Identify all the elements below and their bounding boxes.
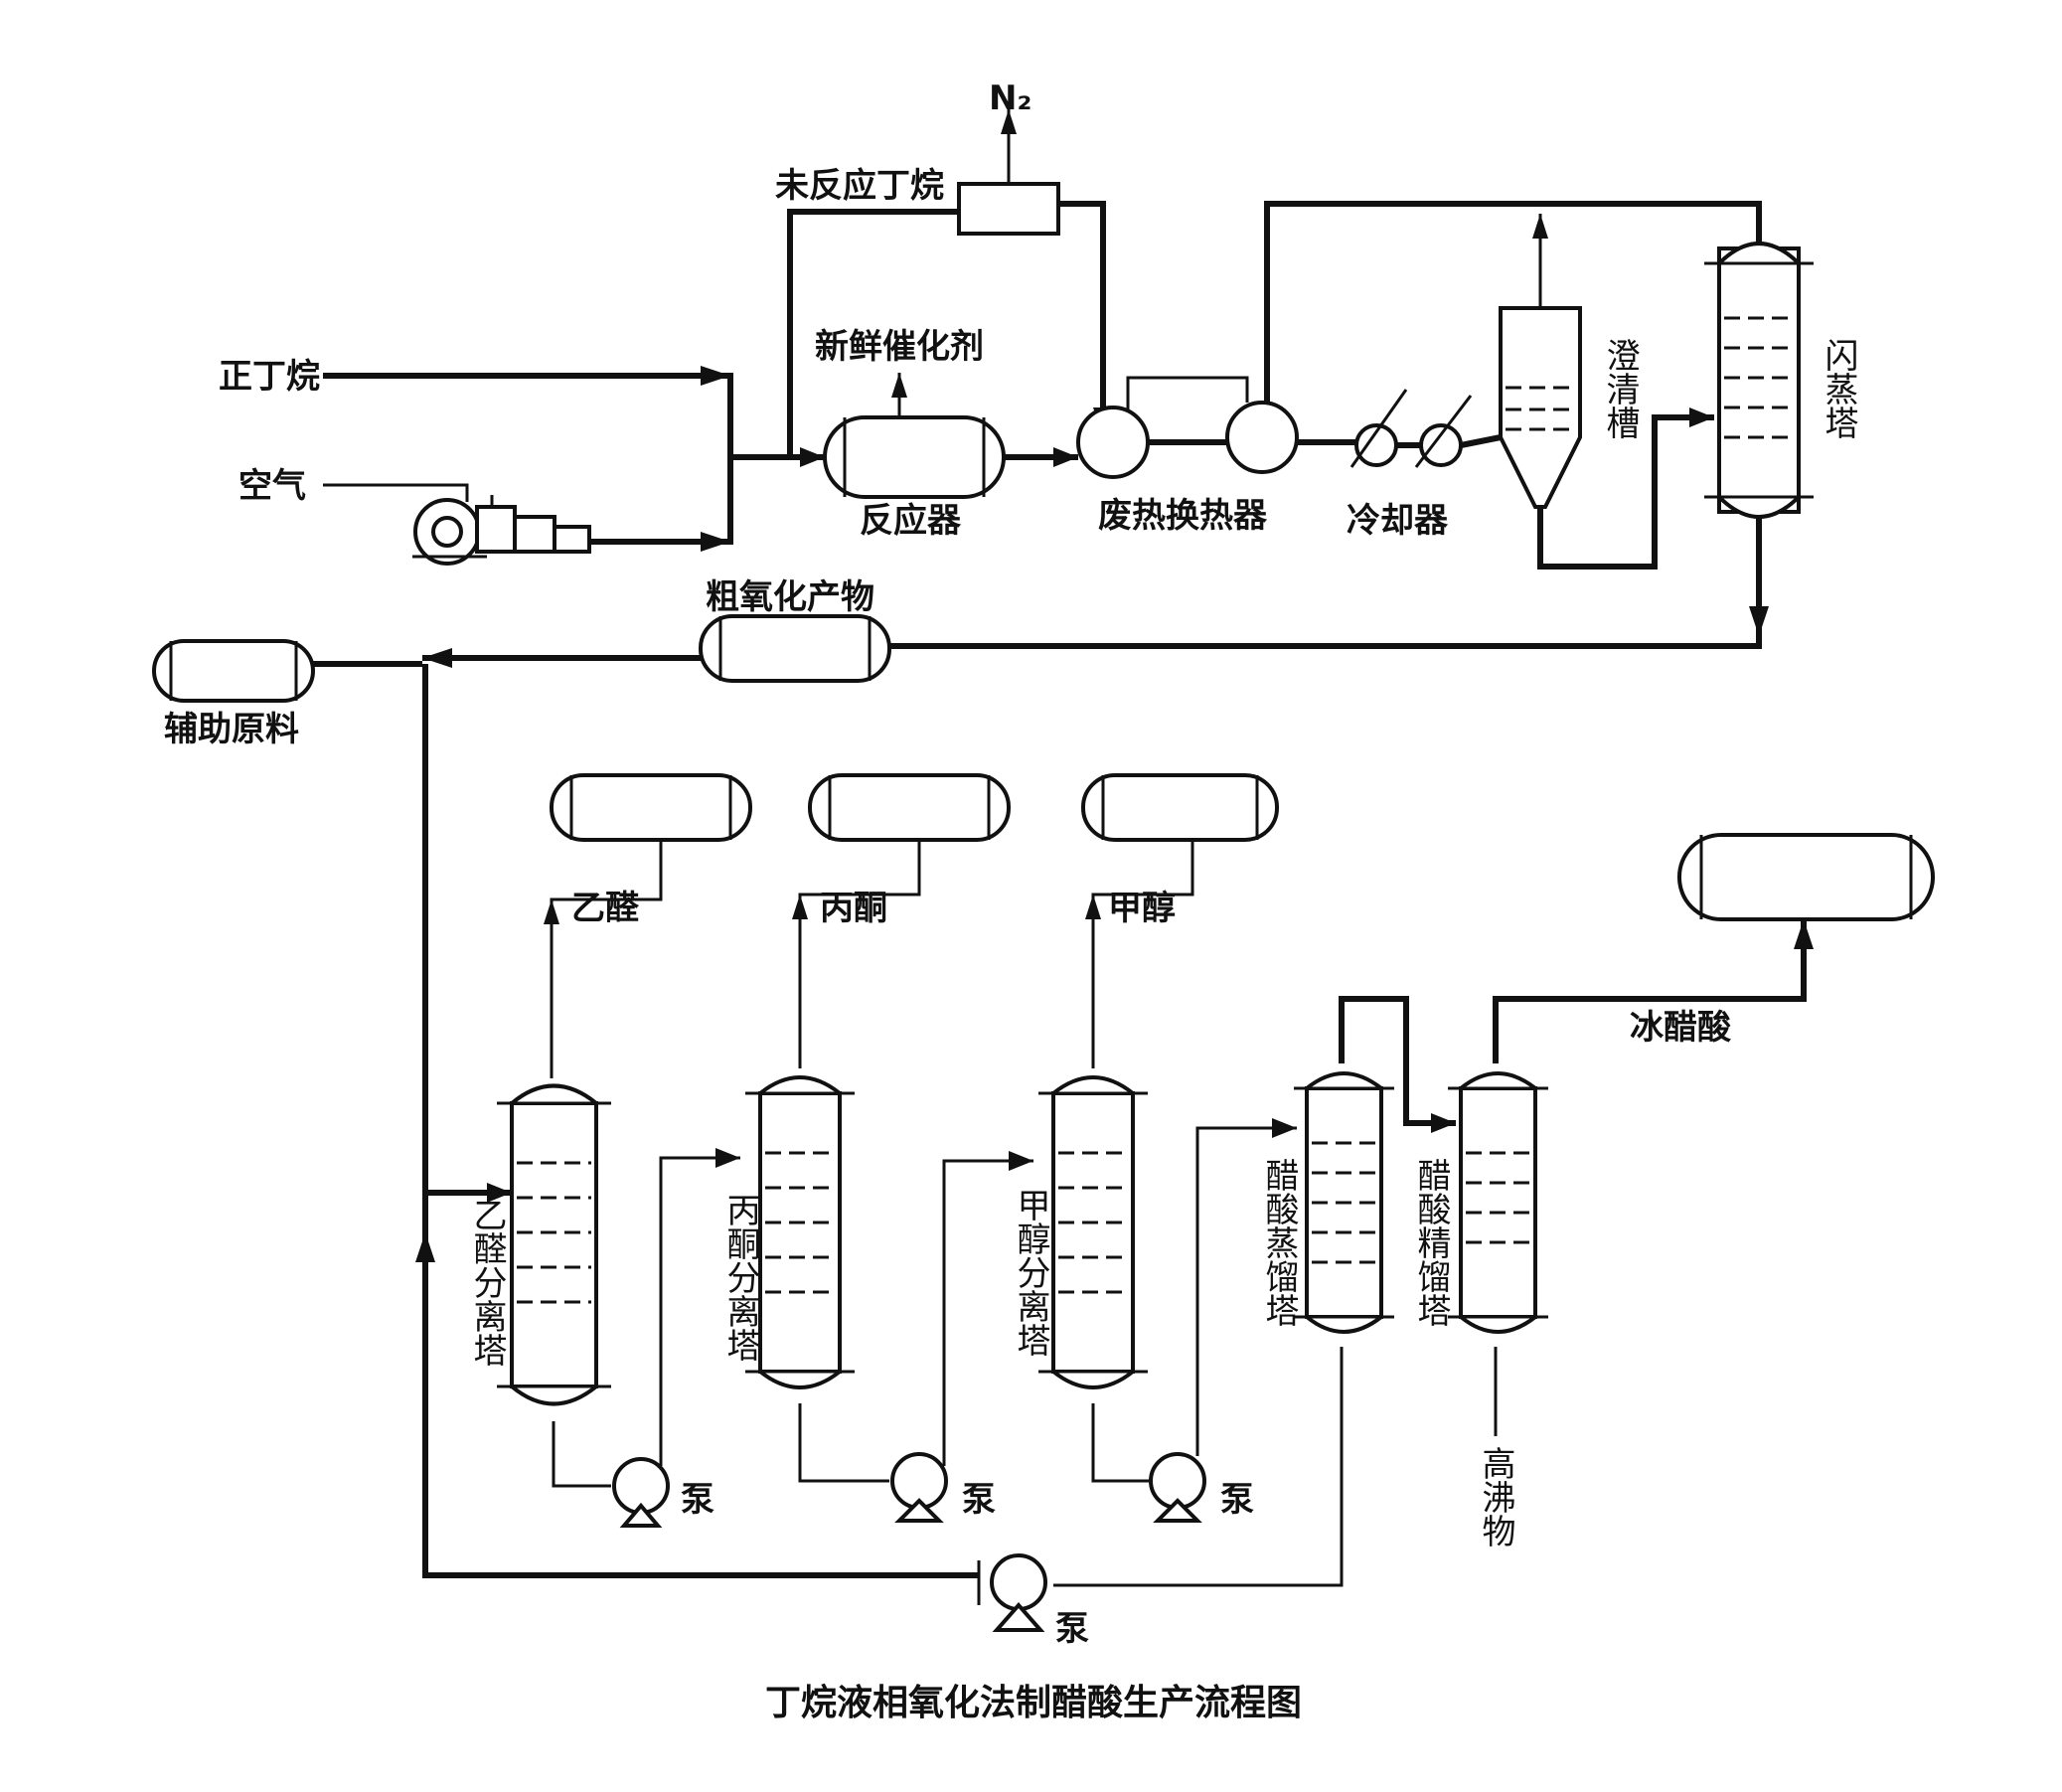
pump-3-label: 泵 [1220, 1480, 1254, 1520]
pump-2-label: 泵 [962, 1480, 996, 1520]
acetic-distill-column [1053, 996, 1456, 1587]
methanol-column [1038, 773, 1279, 1483]
acetic-distill-column-label: 醋酸蒸馏塔 [1259, 1158, 1299, 1327]
acetic-refine-column-label: 醋酸精馏塔 [1411, 1158, 1451, 1327]
settler-tank [1499, 214, 1714, 570]
reactor-label: 反应器 [860, 501, 962, 541]
acetone-column-label: 丙酮分离塔 [720, 1193, 760, 1362]
unreacted-butane-loop [787, 109, 1113, 457]
methanol-column-label: 甲醇分离塔 [1011, 1188, 1050, 1357]
flash-tower-label: 闪蒸塔 [1819, 338, 1858, 439]
acetone-column [745, 773, 1011, 1483]
methanol-label: 甲醇 [1108, 889, 1176, 928]
pump-4-label: 泵 [1055, 1609, 1089, 1649]
pump-2-icon [890, 1151, 1033, 1523]
glacial-acetic-acid-label: 冰醋酸 [1630, 1008, 1732, 1048]
crude-oxidation-product-label: 粗氧化产物 [706, 577, 874, 617]
heat-exchange-train [1004, 376, 1502, 479]
pump-3-icon [1149, 1118, 1297, 1523]
acetaldehyde-column-label: 乙醛分离塔 [467, 1198, 507, 1367]
reactor-vessel [823, 373, 1006, 499]
pump-1-label: 泵 [681, 1480, 714, 1520]
cooler-label: 冷却器 [1347, 501, 1449, 541]
settler-label: 澄清槽 [1600, 338, 1640, 439]
flash-overhead-line [1264, 201, 1762, 403]
n2-label: N₂ [989, 79, 1031, 118]
pump-1-icon [612, 1148, 740, 1528]
acetone-label: 丙酮 [820, 889, 887, 928]
unreacted-butane-label: 未反应丁烷 [775, 166, 944, 206]
auxiliary-feed-label: 辅助原料 [164, 710, 299, 749]
diagram-caption: 丁烷液相氧化法制醋酸生产流程图 [765, 1683, 1302, 1723]
pump-4-icon [977, 1553, 1047, 1632]
n-butane-label: 正丁烷 [219, 357, 320, 397]
air-label: 空气 [238, 466, 306, 506]
flash-tower [1704, 242, 1814, 519]
acetic-refine-column [1448, 833, 1935, 1436]
fresh-catalyst-label: 新鲜催化剂 [815, 327, 984, 367]
heavy-ends-label: 高沸物 [1476, 1446, 1515, 1548]
feed-lines [323, 366, 825, 552]
air-compressor-icon [412, 495, 591, 566]
crude-product-header [152, 517, 1769, 703]
acetaldehyde-label: 乙醛 [571, 889, 639, 928]
acetaldehyde-column [497, 773, 752, 1488]
waste-heat-exchanger-label: 废热换热器 [1098, 496, 1268, 536]
separation-feed-header [415, 664, 979, 1578]
